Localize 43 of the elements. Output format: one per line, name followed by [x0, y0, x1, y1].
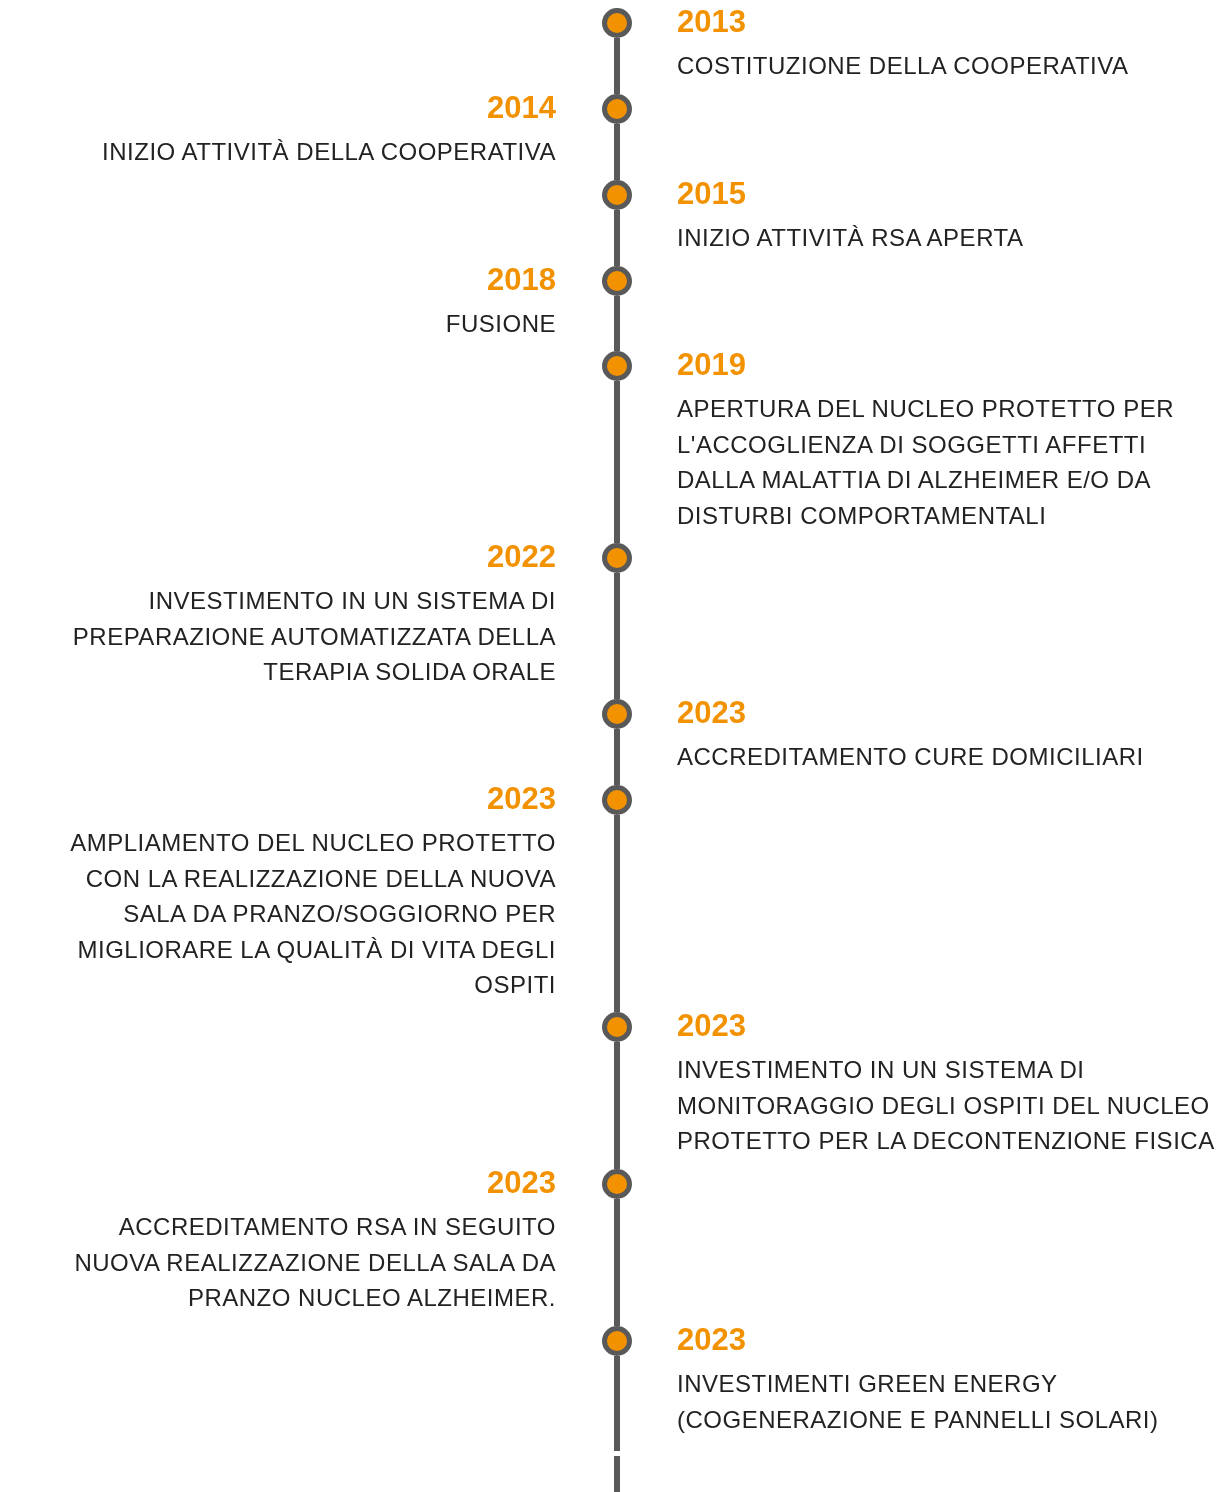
timeline-dot — [602, 1326, 632, 1356]
timeline-line — [614, 38, 620, 94]
timeline-line — [614, 124, 620, 180]
timeline-dot — [602, 699, 632, 729]
year-label: 2023 — [677, 695, 746, 731]
event-description: AMPLIAMENTO DEL NUCLEO PROTETTO CON LA REALIZZAZIONE DELLA NUOVA SALA DA PRANZO/SOGGIORNO PER MIGLIORARE LA QUALITÀ DI VITA DEGLI OSPITI — [69, 828, 556, 1000]
timeline-line — [614, 1042, 620, 1169]
timeline-line — [614, 1199, 620, 1326]
event-description: COSTITUZIONE DELLA COOPERATIVA — [677, 51, 1130, 81]
timeline-line — [614, 815, 620, 1012]
event-description: INIZIO ATTIVITÀ RSA APERTA — [677, 223, 1025, 253]
event-description: INVESTIMENTO IN UN SISTEMA DI MONITORAGGIO DEGLI OSPITI DEL NUCLEO PROTETTO PER LA DECONTENZIONE FISICA — [677, 1055, 1216, 1156]
event-description: FUSIONE — [444, 309, 556, 339]
timeline-dot — [602, 785, 632, 815]
timeline-line — [614, 210, 620, 266]
year-label: 2022 — [487, 539, 556, 575]
event-description: APERTURA DEL NUCLEO PROTETTO PER L'ACCOGLIENZA DI SOGGETTI AFFETTI DALLA MALATTIA DI ALZHEIMER E/O DA DISTURBI COMPORTAMENTALI — [677, 394, 1175, 531]
year-label: 2015 — [677, 176, 746, 212]
event-description: INIZIO ATTIVITÀ DELLA COOPERATIVA — [101, 137, 556, 167]
year-label: 2023 — [677, 1008, 746, 1044]
event-description: INVESTIMENTO IN UN SISTEMA DI PREPARAZIONE AUTOMATIZZATA DELLA TERAPIA SOLIDA ORALE — [71, 586, 556, 687]
year-label: 2018 — [487, 262, 556, 298]
timeline-dot — [602, 266, 632, 296]
year-label: 2014 — [487, 90, 556, 126]
year-label: 2023 — [487, 1165, 556, 1201]
year-label: 2023 — [677, 1322, 746, 1358]
year-label: 2019 — [677, 347, 746, 383]
event-description: ACCREDITAMENTO RSA IN SEGUITO NUOVA REALIZZAZIONE DELLA SALA DA PRANZO NUCLEO ALZHEIMER. — [73, 1212, 556, 1313]
timeline-line — [614, 381, 620, 543]
timeline-line — [614, 296, 620, 351]
timeline-dot — [602, 351, 632, 381]
year-label: 2013 — [677, 4, 746, 40]
timeline-dot — [602, 180, 632, 210]
timeline-dot — [602, 543, 632, 573]
timeline-line — [614, 729, 620, 785]
timeline-dot — [602, 1169, 632, 1199]
timeline-dot — [602, 1012, 632, 1042]
year-label: 2023 — [487, 781, 556, 817]
timeline-dot — [602, 94, 632, 124]
event-description: ACCREDITAMENTO CURE DOMICILIARI — [677, 742, 1145, 772]
timeline-dot — [602, 8, 632, 38]
event-description: INVESTIMENTI GREEN ENERGY (COGENERAZIONE E PANNELLI SOLARI) — [677, 1369, 1160, 1435]
timeline-line — [614, 573, 620, 699]
